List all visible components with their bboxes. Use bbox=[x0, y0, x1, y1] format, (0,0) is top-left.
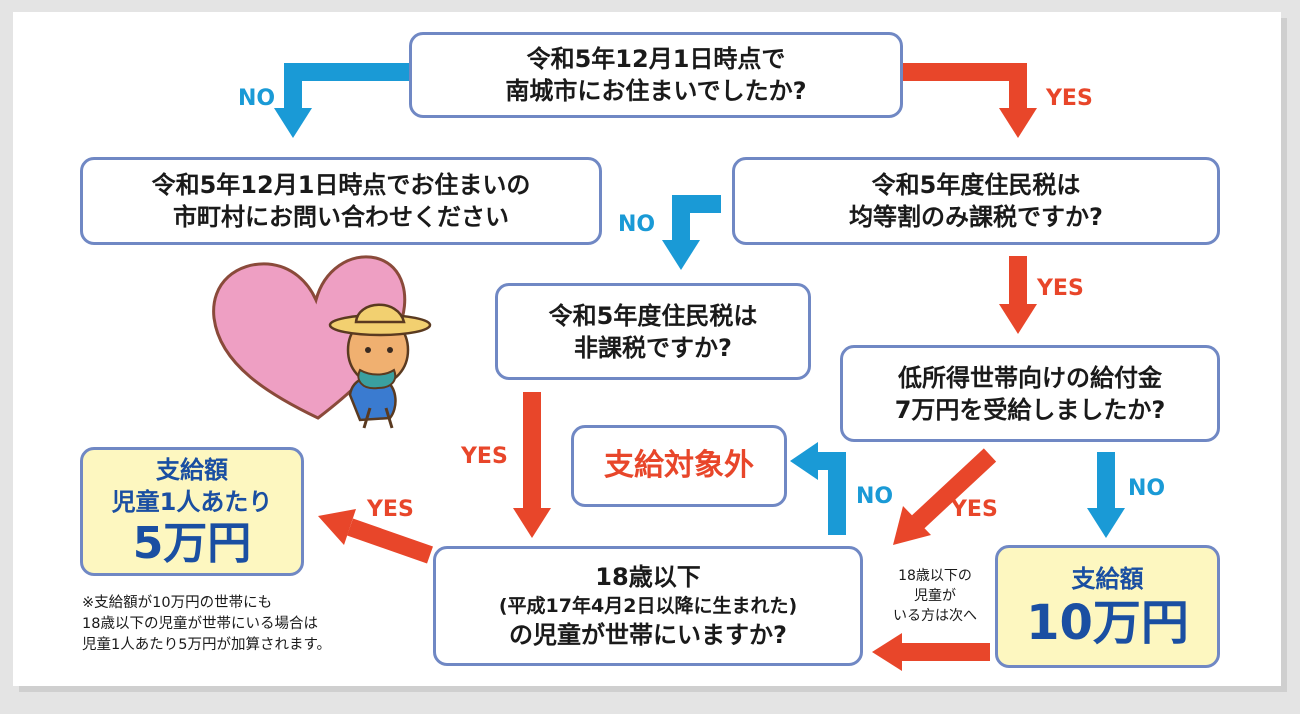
no-arrow-q2-to-q3 bbox=[662, 195, 721, 270]
yes-arrow-q3-to-q5 bbox=[513, 392, 551, 538]
yes-label: YES bbox=[951, 497, 998, 522]
question-line: の児童が世帯にいますか? bbox=[509, 621, 787, 649]
question-line: 7万円を受給しましたか? bbox=[894, 395, 1166, 424]
yes-arrow-q5-to-result5 bbox=[318, 509, 433, 564]
no-label: NO bbox=[618, 212, 656, 237]
yes-label: YES bbox=[461, 444, 508, 469]
hint-line: 18歳以下の bbox=[898, 568, 972, 584]
footnote-line: ※支給額が10万円の世帯にも bbox=[82, 595, 273, 611]
question-line: 令和5年度住民税は bbox=[871, 171, 1081, 199]
question-per-capita-levy-only: 令和5年度住民税は 均等割のみ課税ですか? bbox=[732, 157, 1220, 245]
no-arrow-q4-to-result10 bbox=[1087, 452, 1125, 538]
footnote: ※支給額が10万円の世帯にも 18歳以下の児童が世帯にいる場合は 児童1人あたり… bbox=[82, 593, 331, 656]
no-label: NO bbox=[856, 484, 894, 509]
arrow-result10-to-q5 bbox=[872, 633, 990, 671]
result-amount: 5万円 bbox=[132, 517, 252, 569]
question-subline: (平成17年4月2日以降に生まれた) bbox=[498, 595, 798, 617]
yes-label: YES bbox=[367, 497, 414, 522]
footnote-line: 児童1人あたり5万円が加算されます。 bbox=[82, 637, 331, 653]
question-child-under-18: 18歳以下 (平成17年4月2日以降に生まれた) の児童が世帯にいますか? bbox=[433, 546, 863, 666]
yes-arrow-q4-to-q5 bbox=[893, 448, 997, 545]
footnote-line: 18歳以下の児童が世帯にいる場合は bbox=[82, 616, 318, 632]
next-step-hint: 18歳以下の 児童が いる方は次へ bbox=[880, 566, 990, 626]
not-eligible-box: 支給対象外 bbox=[571, 425, 787, 507]
hint-line: いる方は次へ bbox=[893, 608, 977, 624]
question-line: 令和5年12月1日時点で bbox=[526, 45, 786, 73]
question-line: 非課税ですか? bbox=[574, 333, 732, 362]
result-10man: 支給額 10万円 bbox=[995, 545, 1220, 668]
result-label: 支給額 bbox=[156, 455, 228, 484]
hint-line: 児童が bbox=[914, 588, 956, 604]
question-line: 均等割のみ課税ですか? bbox=[849, 203, 1103, 231]
no-label: NO bbox=[238, 86, 276, 111]
question-resident-on-dec1: 令和5年12月1日時点で 南城市にお住まいでしたか? bbox=[409, 32, 903, 118]
contact-line: 令和5年12月1日時点でお住まいの bbox=[151, 171, 531, 199]
result-label: 児童1人あたり bbox=[111, 487, 273, 516]
question-tax-exempt: 令和5年度住民税は 非課税ですか? bbox=[495, 283, 811, 380]
no-label: NO bbox=[1128, 476, 1166, 501]
no-arrow-q1-to-contact bbox=[274, 63, 410, 138]
contact-line: 市町村にお問い合わせください bbox=[173, 203, 509, 231]
no-arrow-q5-to-excluded bbox=[790, 442, 846, 535]
not-eligible-label: 支給対象外 bbox=[604, 448, 754, 483]
question-line: 18歳以下 bbox=[595, 563, 701, 591]
yes-label: YES bbox=[1046, 86, 1093, 111]
result-label: 支給額 bbox=[1071, 564, 1144, 593]
question-line: 低所得世帯向けの給付金 bbox=[898, 363, 1162, 392]
contact-municipality-box: 令和5年12月1日時点でお住まいの 市町村にお問い合わせください bbox=[80, 157, 602, 245]
result-amount: 10万円 bbox=[1026, 594, 1189, 651]
yes-arrow-q1-to-q2 bbox=[902, 63, 1037, 138]
yes-label: YES bbox=[1037, 276, 1084, 301]
mascot-character-icon bbox=[328, 303, 432, 429]
question-received-7man-benefit: 低所得世帯向けの給付金 7万円を受給しましたか? bbox=[840, 345, 1220, 442]
question-line: 令和5年度住民税は bbox=[548, 301, 758, 330]
result-5man-per-child: 支給額 児童1人あたり 5万円 bbox=[80, 447, 304, 576]
yes-arrow-q2-to-q4 bbox=[999, 256, 1037, 334]
question-line: 南城市にお住まいでしたか? bbox=[505, 77, 807, 105]
